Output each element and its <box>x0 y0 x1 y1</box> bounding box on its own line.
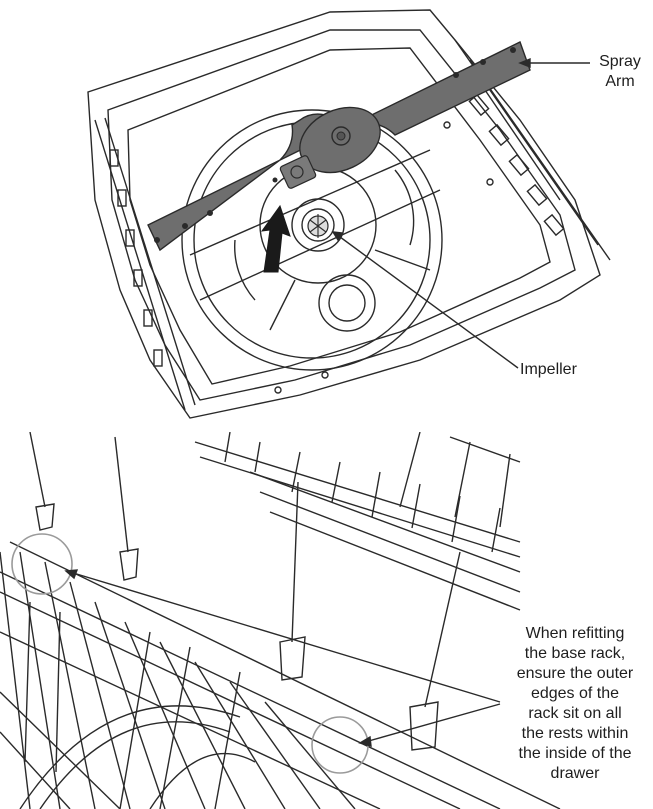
spray-arm <box>147 41 531 252</box>
spray-arm-label: Spray Arm <box>592 52 648 92</box>
note-line: the base rack, <box>524 645 626 662</box>
spray-arm-label-line: Spray <box>599 53 641 70</box>
drawer-top-view-drawing <box>87 9 611 419</box>
left-rack-supports <box>109 149 163 367</box>
drawer-inner-outline <box>107 29 576 401</box>
impeller-label: Impeller <box>520 361 577 378</box>
drawer-outer-outline <box>87 9 601 419</box>
note-leader-left <box>69 571 501 703</box>
note-line: the rests within <box>521 725 629 742</box>
drawer-spray-arm-illustration <box>87 9 611 419</box>
note-line: When refitting <box>525 625 625 642</box>
note-line: the inside of the <box>518 745 632 762</box>
spray-arm-label-line: Arm <box>605 73 635 90</box>
impeller <box>307 214 329 238</box>
note-line: ensure the outer <box>516 665 634 682</box>
sump-outer-circle <box>181 109 443 371</box>
note-line: edges of the <box>530 685 620 702</box>
base-rack-drawing <box>0 432 561 809</box>
base-rack-illustration <box>0 432 653 809</box>
base-rack-wires <box>0 541 561 809</box>
note-line: rack sit on all <box>528 705 622 722</box>
note-line: drawer <box>550 765 600 782</box>
refit-instruction-note: When refitting the base rack, ensure the… <box>497 624 653 784</box>
rack-support-posts <box>29 432 461 751</box>
upper-rack-grid <box>194 432 521 611</box>
rest-highlight-circle-left <box>11 533 73 595</box>
impeller-leader <box>335 233 519 369</box>
lift-direction-arrow <box>260 204 291 273</box>
rest-highlight-circle-right <box>311 716 369 774</box>
note-leader-right <box>364 703 501 743</box>
drain-cup <box>318 274 376 332</box>
